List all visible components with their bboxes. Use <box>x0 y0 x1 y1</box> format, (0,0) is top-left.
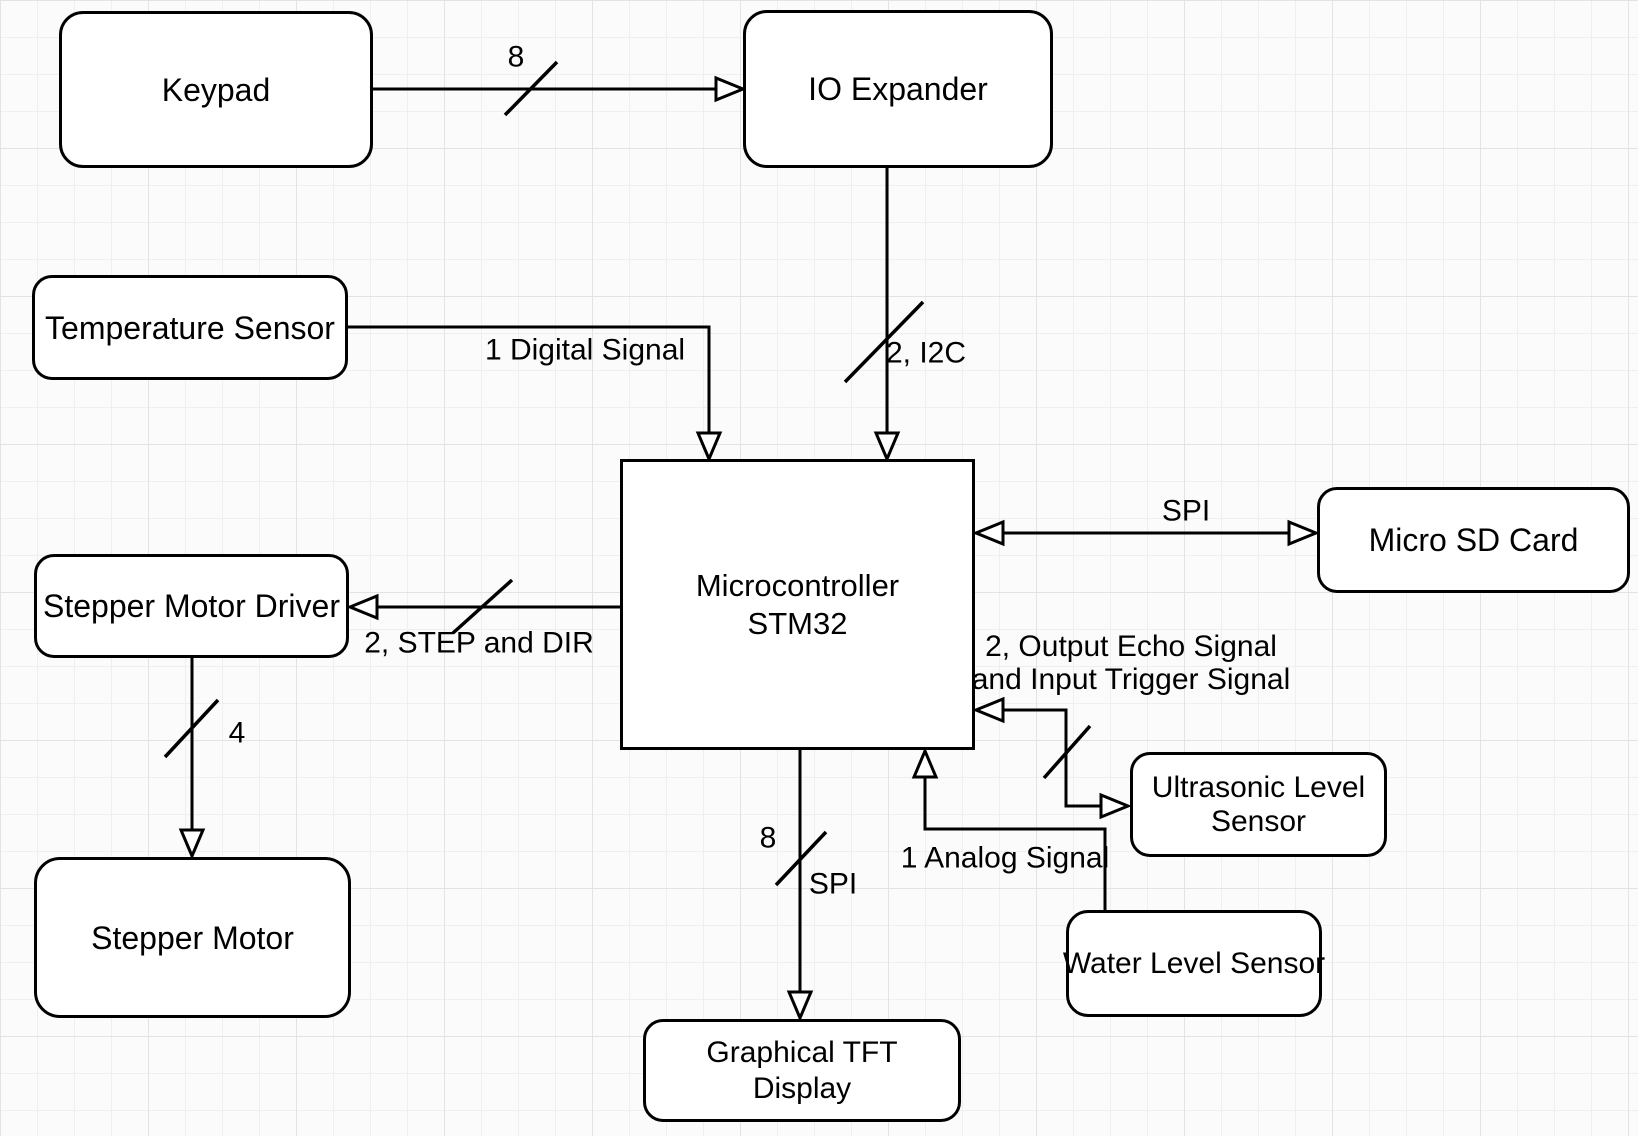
edge-label-tft-bus-width: 8 <box>759 821 777 855</box>
tft-display-label-line2: Display <box>752 1071 852 1105</box>
bus-slash <box>1042 724 1092 780</box>
ultrasonic-sensor-node: Ultrasonic Level Sensor <box>1130 752 1387 857</box>
edge-io-expander-to-mcu <box>843 168 925 463</box>
micro-sd-card-node: Micro SD Card <box>1317 487 1630 593</box>
edge-mcu-sd-card <box>972 519 1320 547</box>
edge-label-echo-trigger-line1: 2, Output Echo Signal <box>985 630 1277 663</box>
edge-label-analog-signal: 1 Analog Signal <box>900 841 1110 875</box>
water-level-sensor-label: Water Level Sensor <box>1062 946 1326 980</box>
keypad-label: Keypad <box>161 71 271 108</box>
bus-slash <box>774 830 828 887</box>
micro-sd-card-label: Micro SD Card <box>1368 522 1579 558</box>
edge-water-to-mcu <box>911 747 1107 910</box>
edge-mcu-to-stepper-driver <box>346 578 620 635</box>
edge-label-motor-bus-width: 4 <box>228 716 246 750</box>
edge-label-spi-sd: SPI <box>1161 494 1211 528</box>
stepper-motor-driver-node: Stepper Motor Driver <box>34 554 349 658</box>
bus-slash <box>163 698 220 759</box>
stepper-motor-node: Stepper Motor <box>34 857 351 1018</box>
edge-driver-to-stepper-motor <box>163 658 220 860</box>
tft-display-label-line1: Graphical TFT <box>706 1035 898 1069</box>
microcontroller-label-line2: STM32 <box>747 605 848 641</box>
water-level-sensor-node: Water Level Sensor <box>1062 910 1326 1017</box>
stepper-motor-driver-label: Stepper Motor Driver <box>43 588 340 624</box>
edge-temp-sensor-to-mcu <box>348 325 723 463</box>
edge-mcu-to-tft <box>774 750 828 1022</box>
edge-label-echo-trigger-line2: and Input Trigger Signal <box>971 663 1291 696</box>
edge-keypad-to-io-expander <box>373 60 747 117</box>
microcontroller-label-line1: Microcontroller <box>695 567 900 603</box>
edge-label-keypad-bus-width: 8 <box>507 40 525 74</box>
io-expander-label: IO Expander <box>808 71 988 107</box>
stepper-motor-label: Stepper Motor <box>91 919 294 956</box>
edge-label-echo-trigger: 2, Output Echo Signal and Input Trigger … <box>972 630 1291 696</box>
ultrasonic-sensor-label-line1: Ultrasonic Level <box>1151 770 1366 804</box>
temperature-sensor-node: Temperature Sensor <box>32 275 348 380</box>
bus-slash <box>451 578 514 635</box>
ultrasonic-sensor-label-line2: Sensor <box>1210 804 1307 838</box>
io-expander-node: IO Expander <box>743 10 1053 168</box>
keypad-node: Keypad <box>59 11 373 168</box>
edge-label-i2c: 2, I2C <box>885 336 967 370</box>
edge-label-tft-spi: SPI <box>808 867 858 901</box>
bus-slash <box>503 60 559 117</box>
tft-display-node: Graphical TFT Display <box>643 1019 961 1122</box>
microcontroller-node: Microcontroller STM32 <box>620 459 975 750</box>
temperature-sensor-label: Temperature Sensor <box>45 309 335 346</box>
edge-mcu-ultrasonic <box>972 696 1132 820</box>
bus-slash <box>843 300 925 384</box>
edge-label-step-dir: 2, STEP and DIR <box>364 626 594 660</box>
edge-label-digital-signal: 1 Digital Signal <box>484 333 686 367</box>
